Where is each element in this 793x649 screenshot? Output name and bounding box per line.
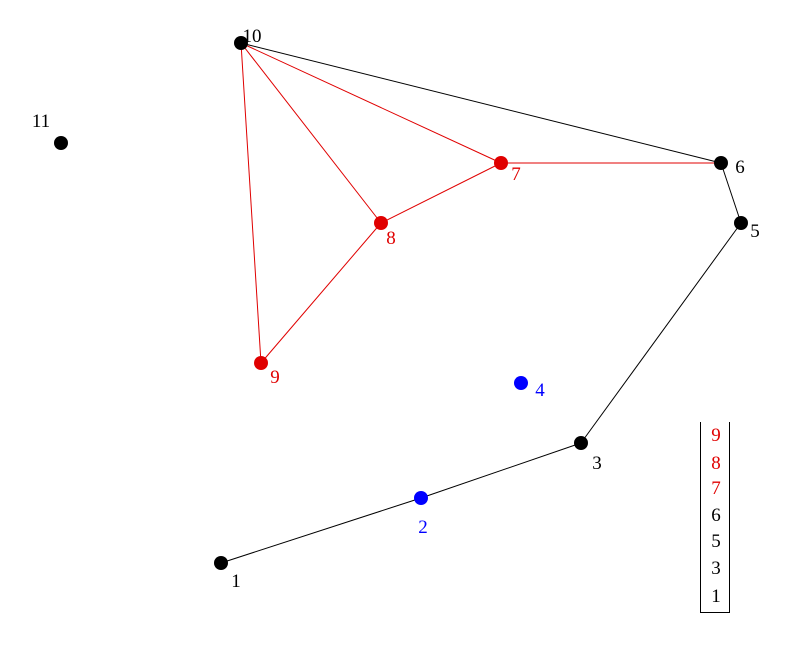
point-label-8: 8 [386, 228, 396, 249]
point-3 [574, 436, 588, 450]
stack-item: 9 [711, 425, 721, 446]
point-label-11: 11 [32, 111, 50, 132]
point-layer [54, 36, 748, 570]
edge-layer [220, 42, 742, 564]
point-label-5: 5 [750, 221, 760, 242]
point-label-2: 2 [418, 517, 428, 538]
point-8 [374, 216, 388, 230]
edge-8-10 [240, 42, 382, 224]
point-2 [414, 491, 428, 505]
edge-6-10 [240, 42, 722, 164]
edge-5-6 [720, 162, 742, 224]
stack-item: 5 [711, 531, 721, 552]
label-layer: 1 2 3 4 5 6 7 8 9 10 11 [32, 26, 760, 592]
stack-item: 6 [711, 505, 721, 526]
stack-item: 8 [711, 453, 721, 474]
edge-2-3 [420, 442, 582, 499]
point-label-1: 1 [231, 571, 241, 592]
point-1 [214, 556, 228, 570]
point-label-10: 10 [243, 26, 262, 47]
edge-3-5 [580, 222, 742, 444]
edge-7-10 [240, 42, 502, 164]
stack-item: 7 [711, 478, 721, 499]
stack-item: 1 [711, 586, 721, 607]
edge-1-2 [220, 497, 422, 564]
point-11 [54, 136, 68, 150]
point-6 [714, 156, 728, 170]
edge-9-10 [240, 42, 262, 364]
point-label-4: 4 [535, 380, 545, 401]
point-label-6: 6 [735, 157, 745, 178]
point-label-9: 9 [270, 367, 280, 388]
point-7 [494, 156, 508, 170]
point-4 [514, 376, 528, 390]
point-10 [234, 36, 248, 50]
edge-7-8 [380, 162, 502, 224]
stack-item: 3 [711, 558, 721, 579]
point-9 [254, 356, 268, 370]
point-label-7: 7 [511, 164, 521, 185]
stack-panel: 9 8 7 6 5 3 1 [700, 422, 730, 613]
point-label-3: 3 [592, 453, 602, 474]
edge-8-9 [260, 222, 382, 364]
point-5 [734, 216, 748, 230]
